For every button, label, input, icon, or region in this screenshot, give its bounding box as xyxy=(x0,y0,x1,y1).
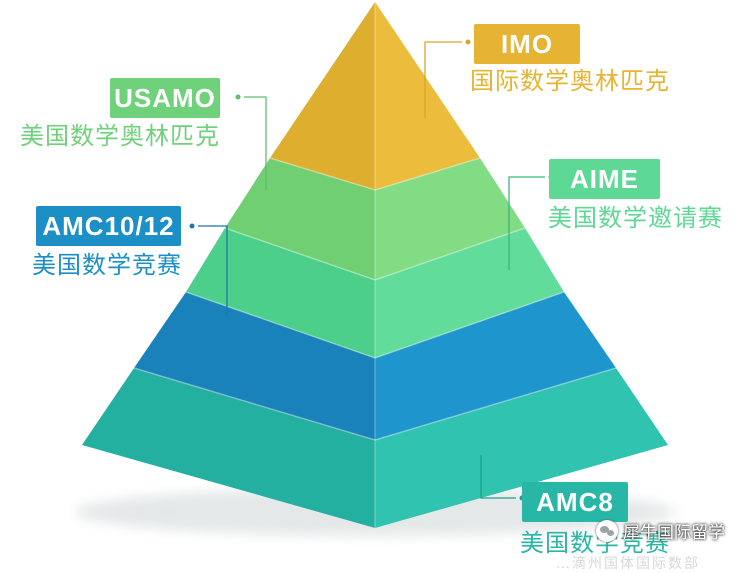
wechat-icon xyxy=(596,519,618,542)
tier-imo-left-face xyxy=(270,2,375,190)
watermark: 犀牛国际留学 xyxy=(596,518,725,543)
tier-amc1012-right-face xyxy=(375,292,616,440)
tier-amc8-left-face xyxy=(82,368,375,528)
leader-usamo xyxy=(235,94,267,190)
amc8-label-box: AMC8 xyxy=(522,482,628,522)
tier-aime-right-face xyxy=(375,228,564,358)
aime-label-desc: 美国数学邀请赛 xyxy=(548,204,723,232)
tier-amc1012 xyxy=(134,292,616,440)
tier-imo xyxy=(270,2,480,190)
aime-label-box: AIME xyxy=(549,159,660,199)
tier-usamo-right-face xyxy=(375,158,525,280)
tier-amc1012-left-face xyxy=(134,292,375,440)
leader-imo xyxy=(424,39,471,118)
imo-label-box: IMO xyxy=(474,24,580,64)
tier-aime-left-face xyxy=(186,228,375,358)
tier-imo-right-face xyxy=(375,2,480,190)
tier-amc8-right-face xyxy=(375,368,668,528)
amc8-label-desc: 美国数学竞赛 xyxy=(520,529,670,557)
usamo-label-box: USAMO xyxy=(110,78,220,118)
watermark-text: 犀牛国际留学 xyxy=(623,523,725,543)
amc1012-label-desc: 美国数学竞赛 xyxy=(32,251,182,279)
amc1012-label-box: AMC10/12 xyxy=(36,206,181,246)
tier-usamo xyxy=(225,158,525,280)
tier-usamo-left-face xyxy=(225,158,375,280)
tier-edges xyxy=(133,2,617,528)
tier-aime xyxy=(186,228,564,358)
imo-label-desc: 国际数学奥林匹克 xyxy=(470,67,670,95)
usamo-label-desc: 美国数学奥林匹克 xyxy=(20,122,220,150)
tier-amc8 xyxy=(82,368,668,528)
watermark-garbled-text: …滴州国体国际数部 xyxy=(556,556,700,572)
leader-amc1012 xyxy=(189,223,228,316)
